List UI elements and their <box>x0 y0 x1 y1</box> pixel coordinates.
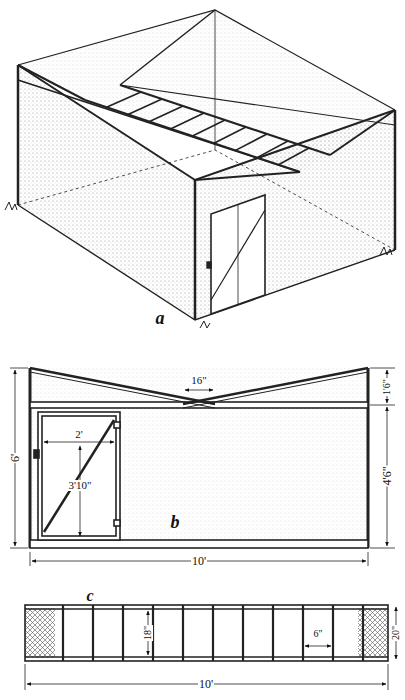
rack-rung <box>150 106 184 122</box>
rack-rung <box>242 605 244 661</box>
dimension-label: 2' <box>74 429 83 440</box>
figure-letter: c <box>85 588 94 604</box>
rack-rung <box>272 605 274 661</box>
dimension-label: 20" <box>391 625 401 641</box>
rack-rung <box>107 92 142 107</box>
dimension-label: 18" <box>143 625 153 641</box>
rack-rung <box>122 605 124 661</box>
rack-rung <box>128 99 162 114</box>
rack-rung <box>236 134 268 150</box>
figure-letter: a <box>155 309 166 327</box>
rack-rung <box>214 127 246 143</box>
rack-rung <box>332 605 334 661</box>
dimension-label: 6' <box>9 453 21 463</box>
rack-rung <box>193 120 226 136</box>
figure-letter: b <box>170 513 181 531</box>
rack-plan <box>25 605 396 690</box>
rack-rung <box>62 605 64 661</box>
dimension-label: 6" <box>312 629 323 639</box>
rack-rung <box>362 605 364 661</box>
perspective-view <box>5 10 395 328</box>
rack-rung <box>302 605 304 661</box>
side-elevation <box>10 368 395 566</box>
dimension-label: 1'6" <box>382 378 392 396</box>
dimension-label: 10' <box>191 555 207 567</box>
dimension-label: 3'10" <box>68 480 93 491</box>
rack-rung <box>212 605 214 661</box>
dimension-label: 4'6" <box>381 465 393 486</box>
dimension-label: 16" <box>190 375 208 386</box>
rack-rung <box>171 113 204 129</box>
rack-rung <box>279 148 310 165</box>
rack-rung <box>257 141 288 158</box>
rack-rung <box>182 605 184 661</box>
rack-rung <box>92 605 94 661</box>
dimension-label: 10' <box>198 678 214 690</box>
